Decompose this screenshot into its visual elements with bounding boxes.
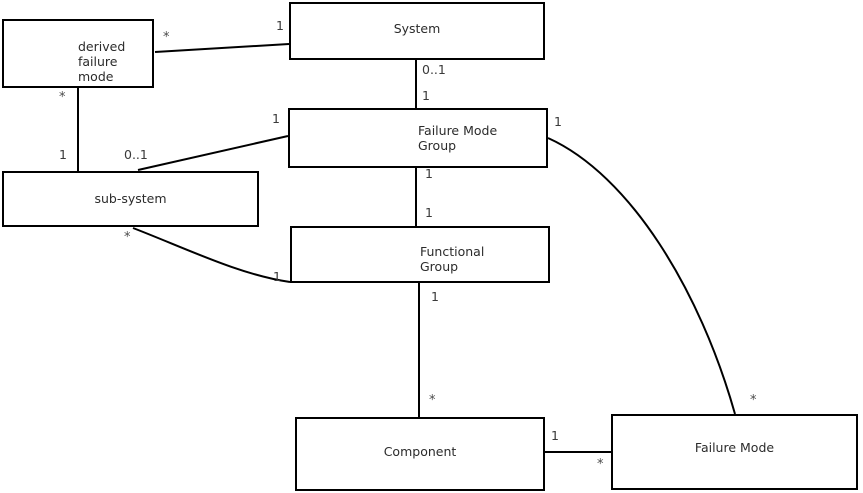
class-box-failure-mode-group[interactable] xyxy=(288,108,548,168)
multiplicity-failure-mode-group-system: 1 xyxy=(422,88,430,103)
edge-sub-system-to-functional-group xyxy=(132,227,291,283)
class-label-system: System xyxy=(393,21,441,36)
class-box-functional-group[interactable] xyxy=(290,226,550,283)
multiplicity-component-functional-group: * xyxy=(429,393,436,408)
multiplicity-derived-failure-mode-sub-system: * xyxy=(59,90,66,105)
class-label-derived-failure-mode: derived failure mode xyxy=(78,39,126,84)
class-label-failure-mode: Failure Mode xyxy=(694,440,775,455)
multiplicity-sub-system-functional-group: * xyxy=(124,230,131,245)
class-box-derived-failure-mode[interactable] xyxy=(2,19,154,88)
multiplicity-sub-system-derived-failure-mode: 1 xyxy=(59,147,67,162)
class-box-system[interactable] xyxy=(289,2,545,60)
multiplicity-failure-mode-group-sub-system: 1 xyxy=(272,111,280,126)
multiplicity-system-derived-failure-mode: 1 xyxy=(276,18,284,33)
multiplicity-functional-group-component: 1 xyxy=(431,289,439,304)
edge-failure-mode-group-to-failure-mode xyxy=(547,137,736,415)
class-box-component[interactable] xyxy=(295,417,545,491)
multiplicity-failure-mode-component: * xyxy=(597,457,604,472)
multiplicity-functional-group-sub-system: 1 xyxy=(273,269,281,284)
class-box-sub-system[interactable] xyxy=(2,171,259,227)
edge-sub-system-to-failure-mode-group xyxy=(137,135,289,171)
edge-derived-failure-mode-to-system xyxy=(154,43,290,53)
class-label-sub-system: sub-system xyxy=(94,191,167,206)
multiplicity-sub-system-failure-mode-group: 0..1 xyxy=(124,147,148,162)
class-label-failure-mode-group: Failure Mode Group xyxy=(418,123,498,153)
class-label-component: Component xyxy=(383,444,457,459)
multiplicity-failure-mode-group-functional-group: 1 xyxy=(425,166,433,181)
multiplicity-failure-mode-failure-mode-group: * xyxy=(750,393,757,408)
multiplicity-component-failure-mode: 1 xyxy=(551,428,559,443)
class-label-functional-group: Functional Group xyxy=(420,244,485,274)
multiplicity-system-failure-mode-group: 0..1 xyxy=(422,62,446,77)
class-box-failure-mode[interactable] xyxy=(611,414,858,490)
multiplicity-functional-group-failure-mode-group: 1 xyxy=(425,205,433,220)
multiplicity-failure-mode-group-failure-mode: 1 xyxy=(554,114,562,129)
multiplicity-derived-failure-mode-system: * xyxy=(163,30,170,45)
